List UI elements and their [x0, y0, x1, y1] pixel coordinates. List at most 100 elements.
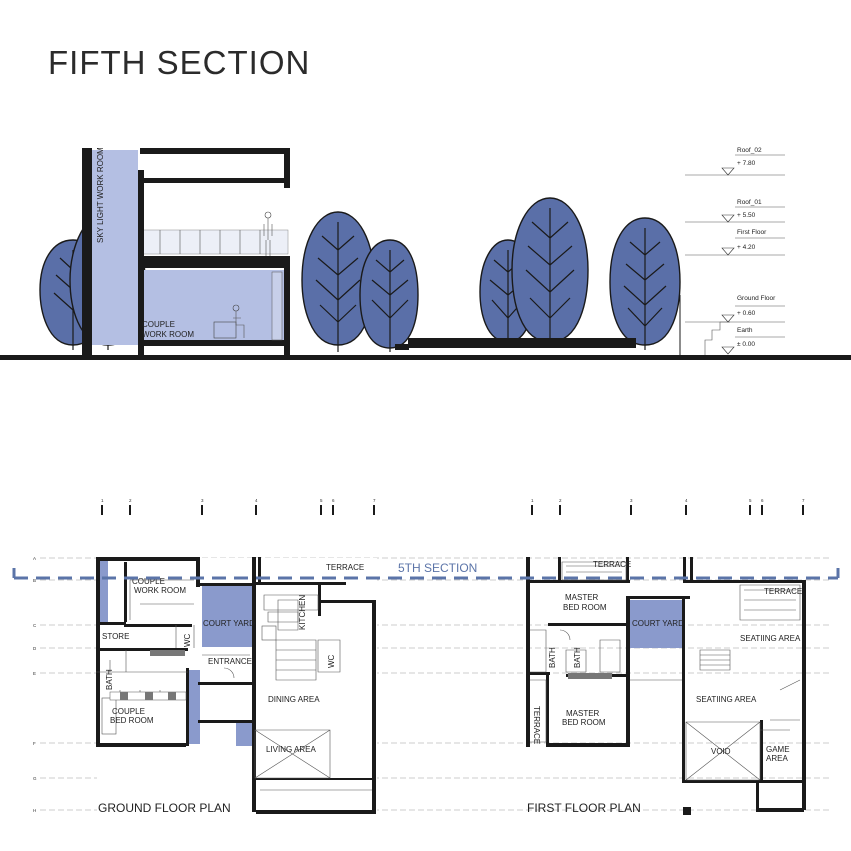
label-levels-4-name: Earth [737, 327, 753, 334]
ff-label-master-bed-bot-2: BED ROOM [562, 718, 606, 727]
first-floor-plan-title: FIRST FLOOR PLAN [527, 801, 641, 815]
ff-label-master-bed-bot-1: MASTER [566, 709, 600, 718]
label-col_axes-1: 2 [129, 498, 132, 503]
gf-label-couple-bed-1: COUPLE [112, 707, 145, 716]
ff-label-game-2: AREA [766, 754, 788, 763]
ff-label-game-1: GAME [766, 745, 790, 754]
label-levels-2-name: First Floor [737, 229, 767, 236]
label-col_axes-5: 6 [332, 498, 335, 503]
gf-blue-strip [98, 560, 108, 624]
section-cut-label: 5TH SECTION [398, 561, 477, 575]
gf-label-living: LIVING AREA [266, 745, 316, 754]
axis-col-3-ff: 3 [630, 498, 633, 515]
gf-label-couple-work-1: COUPLE [132, 577, 165, 586]
section-building: SKY LIGHT WORK ROOM COUPLE WORK ROOM [82, 147, 290, 360]
gf-label-couple-work-2: WORK ROOM [134, 586, 186, 595]
label-levels-1-value: + 5.50 [737, 212, 756, 219]
gf-label-store: STORE [102, 632, 129, 641]
ff-court-yard-fill [630, 600, 682, 648]
label-col_axes-0: 1 [101, 498, 104, 503]
level-roof-01: Roof_01 + 5.50 [685, 199, 785, 223]
ff-label-court-yard: COURT YARD [632, 619, 684, 628]
label-col_axes-4: 5 [320, 498, 323, 503]
label-levels-3-value: + 0.60 [737, 310, 756, 317]
couple-work-room-fill [140, 270, 290, 342]
gf-label-couple-bed-2: BED ROOM [110, 716, 154, 725]
label-col_axes-0: 1 [531, 498, 534, 503]
gf-label-terrace: TERRACE [326, 563, 364, 572]
skylight-void [92, 150, 138, 345]
couple-work-room-label-2: WORK ROOM [142, 330, 194, 339]
section-plinth [408, 338, 636, 348]
skylight-room-label: SKY LIGHT WORK ROOM [96, 147, 105, 243]
section-tree-right-3 [609, 217, 681, 350]
gf-label-wc-1: WC [183, 633, 192, 647]
axis-col-1-ff: 1 [531, 498, 534, 515]
label-col_axes-2: 3 [201, 498, 204, 503]
level-earth: Earth ± 0.00 [721, 327, 785, 355]
label-row_axes-2: C [33, 623, 37, 628]
label-col_axes-4: 5 [749, 498, 752, 503]
section-tree-mid-2 [359, 239, 419, 352]
level-markers: Roof_02 + 7.80 Roof_01 + 5.50 First Floo… [685, 147, 785, 355]
ground-floor-plan: COUPLE WORK ROOM COURT YARD TERRACE STOR… [96, 557, 377, 815]
label-col_axes-6: 7 [802, 498, 805, 503]
gf-blue-entry [236, 720, 252, 746]
label-col_axes-2: 3 [630, 498, 633, 503]
label-row_axes-1: B [33, 578, 36, 583]
gf-label-kitchen: KITCHEN [298, 595, 307, 630]
label-levels-4-value: ± 0.00 [737, 341, 755, 348]
level-first-floor: First Floor + 4.20 [685, 229, 785, 256]
first-floor-plan: TERRACE TERRACE MASTER BED ROOM COURT YA… [526, 557, 806, 815]
label-levels-3-name: Ground Floor [737, 295, 776, 302]
label-col_axes-3: 4 [255, 498, 258, 503]
ground-floor-plan-title: GROUND FLOOR PLAN [98, 801, 231, 815]
label-row_axes-5: F [33, 741, 36, 746]
ff-label-master-bed-top-2: BED ROOM [563, 603, 607, 612]
ff-label-terrace-right: TERRACE [764, 587, 802, 596]
axis-col-2-ff: 2 [559, 498, 562, 515]
label-col_axes-5: 6 [761, 498, 764, 503]
axis-col-3: 3 [201, 498, 204, 515]
axis-col-4-ff: 4 [685, 498, 688, 515]
axis-col-6-ff: 6 [761, 498, 764, 515]
section-drawing: SKY LIGHT WORK ROOM COUPLE WORK ROOM [0, 147, 851, 360]
label-row_axes-7: H [33, 808, 36, 813]
axis-col-4: 4 [255, 498, 258, 515]
gf-label-dining: DINING AREA [268, 695, 320, 704]
section-ground-line [0, 355, 851, 360]
axis-col-5-ff: 5 [749, 498, 752, 515]
label-col_axes-3: 4 [685, 498, 688, 503]
gf-label-bath: BATH [105, 669, 114, 690]
label-levels-0-name: Roof_02 [737, 147, 762, 154]
axis-col-5: 5 [320, 498, 323, 515]
label-col_axes-1: 2 [559, 498, 562, 503]
label-row_axes-6: G [33, 776, 37, 781]
ff-label-terrace-left: TERRACE [532, 706, 541, 744]
couple-work-room-label-1: COUPLE [142, 320, 175, 329]
ff-label-bath-2: BATH [573, 647, 582, 668]
axis-col-7-ff: 7 [802, 498, 805, 515]
ff-label-seating-2: SEATIING AREA [696, 695, 757, 704]
section-cut-line: 5TH SECTION [12, 561, 840, 580]
axis-col-1: 1 [101, 498, 104, 515]
ff-label-void: VOID [711, 747, 731, 756]
label-col_axes-6: 7 [373, 498, 376, 503]
gf-label-court-yard: COURT YARD [203, 619, 255, 628]
level-roof-02: Roof_02 + 7.80 [685, 147, 785, 176]
section-tree-right-2 [511, 197, 589, 348]
label-levels-1-name: Roof_01 [737, 199, 762, 206]
label-row_axes-4: E [33, 671, 36, 676]
label-row_axes-3: D [33, 646, 37, 651]
label-levels-2-value: + 4.20 [737, 244, 756, 251]
sheet-title: FIFTH SECTION [48, 44, 310, 81]
ff-label-seating-1: SEATIING AREA [740, 634, 801, 643]
axis-col-2: 2 [129, 498, 132, 515]
column-axes-ground: 1 2 3 4 5 6 7 [101, 498, 376, 515]
ff-label-master-bed-top-1: MASTER [565, 593, 599, 602]
axis-col-7: 7 [373, 498, 376, 515]
gf-label-wc-2: WC [327, 654, 336, 668]
gf-court-yard-fill [202, 585, 254, 647]
gf-blue-wall-strip [186, 670, 200, 744]
